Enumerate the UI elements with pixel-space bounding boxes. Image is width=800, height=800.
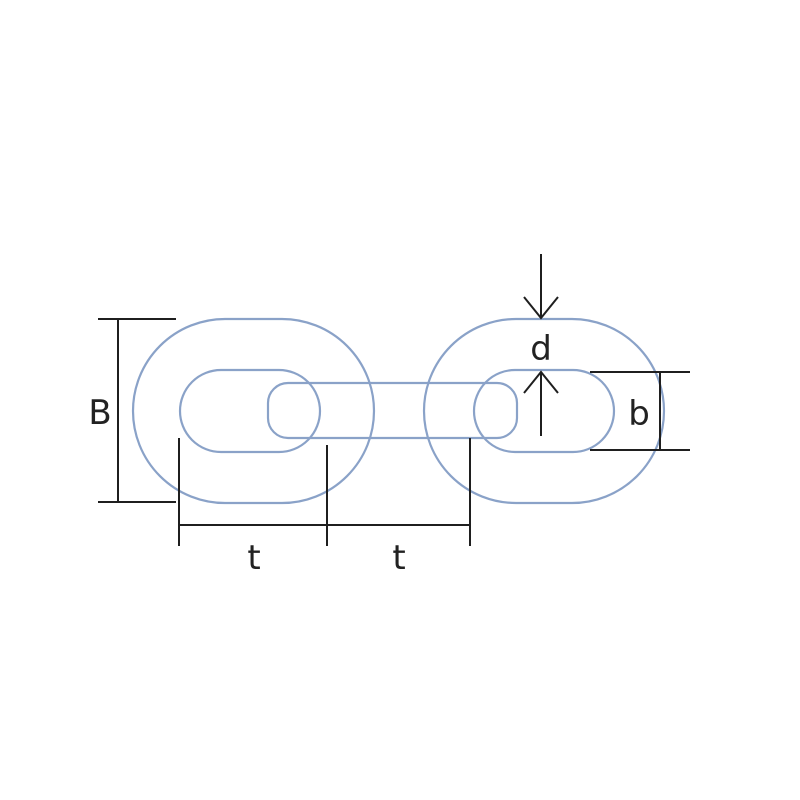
arrow-up-icon: [523, 370, 559, 394]
right-link-inner: [472, 368, 616, 454]
left-link: [131, 317, 376, 505]
middle-link: [266, 381, 519, 440]
label-inner-width: b: [628, 394, 650, 434]
left-link-outer: [131, 317, 376, 505]
label-pitch-left: t: [247, 538, 260, 578]
label-pitch-right: t: [392, 538, 405, 578]
left-link-inner: [178, 368, 322, 454]
right-link: [422, 317, 666, 505]
dimension-B: B: [88, 318, 176, 503]
label-outer-width: B: [88, 393, 111, 433]
dimension-b: b: [590, 371, 690, 451]
label-wire-diameter: d: [530, 329, 552, 369]
arrow-down-icon: [523, 296, 559, 320]
dimension-d: d: [523, 254, 559, 436]
dimension-t: t t: [178, 438, 471, 578]
right-link-outer: [422, 317, 666, 505]
